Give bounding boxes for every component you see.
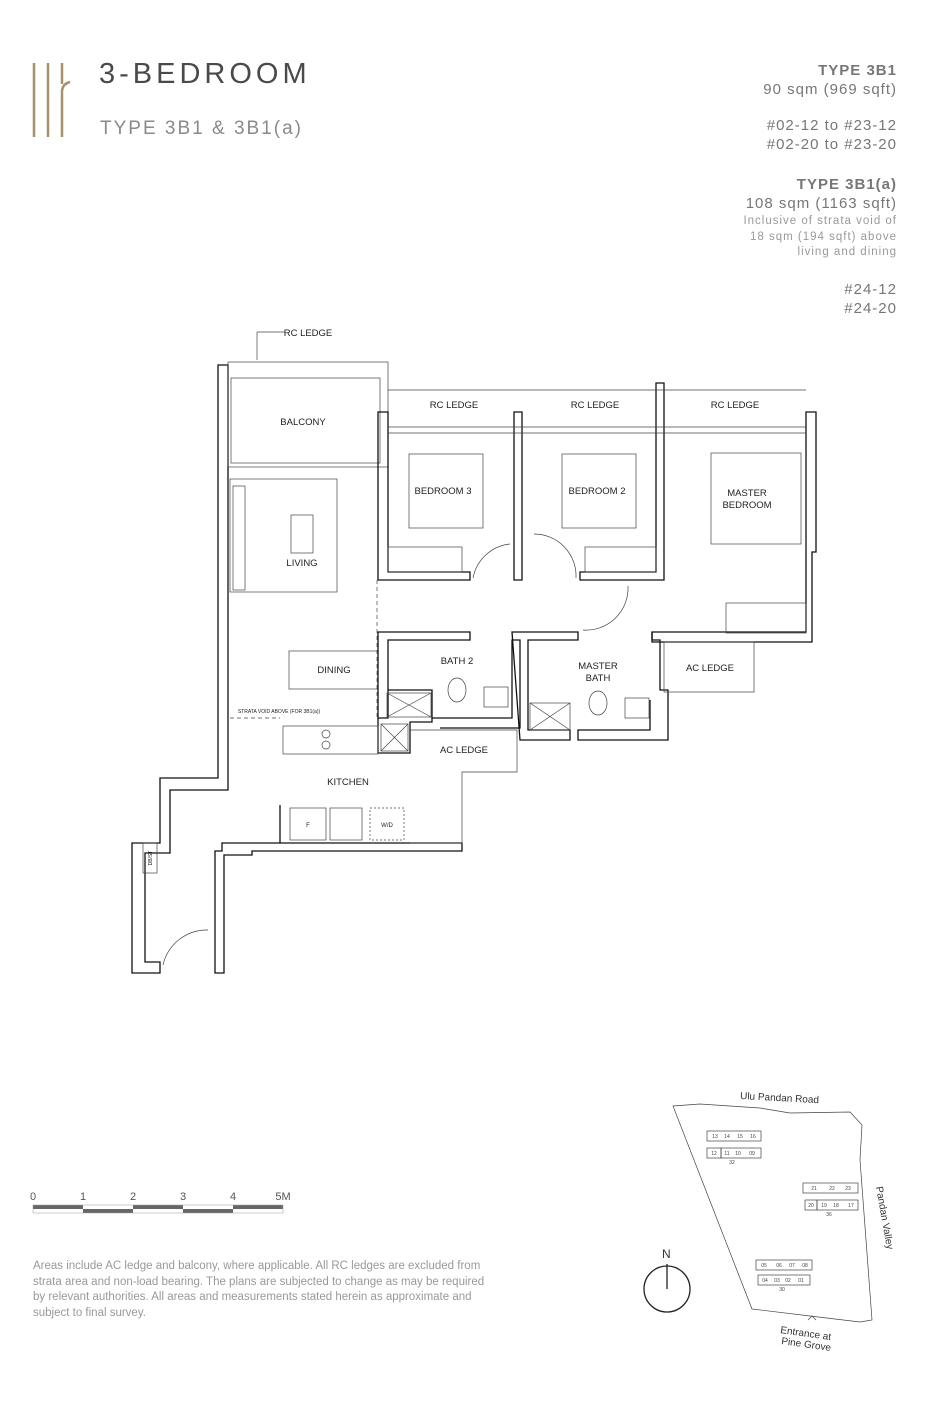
scale-tick: 4 bbox=[230, 1191, 236, 1203]
floor-plan-walls bbox=[131, 331, 817, 974]
road-ulu-pandan: Ulu Pandan Road bbox=[740, 1091, 819, 1106]
site-unit-label: 01 bbox=[798, 1278, 804, 1284]
site-unit-label: 16 bbox=[750, 1134, 756, 1140]
disclaimer-line: strata area and non-load bearing. The pl… bbox=[33, 1275, 485, 1288]
site-unit-label: 14 bbox=[724, 1134, 730, 1140]
compass-n: N bbox=[662, 1247, 671, 1261]
site-unit-label: 02 bbox=[785, 1278, 791, 1284]
unit-info-type-3b1: TYPE 3B1 90 sqm (969 sqft) #02-12 to #23… bbox=[763, 62, 897, 153]
type-area: 90 sqm (969 sqft) bbox=[763, 81, 897, 98]
label-washer-dryer: W/D bbox=[381, 823, 393, 829]
unit-info-type-3b1a: TYPE 3B1(a) 108 sqm (1163 sqft) Inclusiv… bbox=[743, 176, 897, 317]
unit-range: #02-20 to #23-20 bbox=[766, 136, 897, 153]
site-unit-label: 08 bbox=[802, 1263, 808, 1269]
label-bedroom-3: BEDROOM 3 bbox=[414, 486, 471, 497]
room-labels: RC LEDGE BALCONY RC LEDGE RC LEDGE RC LE… bbox=[148, 328, 772, 865]
label-master-bath-2: BATH bbox=[586, 673, 611, 684]
block-30: 05 06 07 08 04 03 02 01 30 bbox=[755, 1259, 813, 1293]
label-dining: DINING bbox=[317, 665, 350, 676]
type-note: 18 sqm (194 sqft) above bbox=[749, 230, 897, 243]
label-living: LIVING bbox=[286, 558, 317, 569]
block-32: 13 14 15 16 12 11 10 09 32 bbox=[706, 1130, 762, 1166]
site-unit-label: 22 bbox=[829, 1186, 835, 1192]
site-unit-label: 13 bbox=[712, 1134, 718, 1140]
label-strata-void: STRATA VOID ABOVE (FOR 3B1(a)) bbox=[238, 709, 321, 715]
label-db-st: DB/ST bbox=[148, 851, 154, 866]
site-unit-label: 36 bbox=[826, 1212, 832, 1218]
scale-tick: 3 bbox=[180, 1191, 186, 1203]
unit-range: #24-12 bbox=[844, 280, 897, 298]
label-bath-2: BATH 2 bbox=[441, 656, 474, 667]
scale-tick: 0 bbox=[30, 1191, 36, 1203]
label-master-bedroom-1: MASTER bbox=[727, 488, 767, 499]
scale-tick: 5M bbox=[275, 1191, 290, 1203]
label-rc-ledge-3: RC LEDGE bbox=[711, 400, 760, 411]
compass-icon: N bbox=[643, 1247, 691, 1313]
scale-bar: 0 1 2 3 4 5M bbox=[30, 1191, 291, 1214]
unit-range: #02-12 to #23-12 bbox=[766, 117, 897, 134]
type-note: Inclusive of strata void of bbox=[743, 215, 897, 227]
site-unit-label: 04 bbox=[762, 1278, 768, 1284]
disclaimer: Areas include AC ledge and balcony, wher… bbox=[33, 1259, 533, 1321]
site-unit-label: 05 bbox=[761, 1263, 767, 1269]
block-36: 21 22 23 20 19 18 17 36 bbox=[802, 1182, 859, 1218]
page-subtitle: TYPE 3B1 & 3B1(a) bbox=[100, 118, 303, 139]
site-unit-label: 03 bbox=[774, 1278, 780, 1284]
label-rc-ledge-balcony: RC LEDGE bbox=[284, 328, 333, 339]
site-unit-label: 32 bbox=[729, 1160, 735, 1166]
site-unit-label: 20 bbox=[808, 1203, 814, 1209]
label-kitchen: KITCHEN bbox=[327, 777, 369, 788]
site-plan: Ulu Pandan Road Pandan Valley Entrance a… bbox=[643, 1091, 895, 1354]
site-unit-label: 21 bbox=[811, 1186, 817, 1192]
site-unit-label: 23 bbox=[845, 1186, 851, 1192]
label-master-bath-1: MASTER bbox=[578, 661, 618, 672]
site-unit-label: 18 bbox=[833, 1203, 839, 1209]
label-ac-ledge-2: AC LEDGE bbox=[440, 745, 488, 756]
label-master-bedroom-2: BEDROOM bbox=[722, 500, 771, 511]
site-unit-label: 30 bbox=[779, 1287, 785, 1293]
label-rc-ledge-1: RC LEDGE bbox=[430, 400, 479, 411]
disclaimer-line: subject to final survey. bbox=[33, 1306, 146, 1319]
site-unit-label: 15 bbox=[737, 1134, 743, 1140]
scale-tick: 2 bbox=[130, 1191, 136, 1203]
label-rc-ledge-2: RC LEDGE bbox=[571, 400, 620, 411]
site-unit-label: 12 bbox=[711, 1151, 717, 1157]
type-note: living and dining bbox=[797, 246, 897, 258]
site-unit-label: 06 bbox=[776, 1263, 782, 1269]
disclaimer-line: Areas include AC ledge and balcony, wher… bbox=[33, 1260, 481, 1272]
label-balcony: BALCONY bbox=[280, 417, 326, 428]
disclaimer-line: by relevant authorities. All areas and m… bbox=[33, 1291, 472, 1303]
page-title: 3-BEDROOM bbox=[99, 58, 311, 90]
type-name: TYPE 3B1(a) bbox=[796, 176, 897, 193]
label-fridge: F bbox=[306, 823, 310, 829]
unit-range: #24-20 bbox=[844, 299, 897, 317]
brand-logo bbox=[32, 63, 71, 137]
scale-tick: 1 bbox=[80, 1191, 86, 1203]
label-ac-ledge-1: AC LEDGE bbox=[686, 663, 734, 674]
site-unit-label: 19 bbox=[821, 1203, 827, 1209]
road-pandan-valley: Pandan Valley bbox=[873, 1186, 895, 1251]
site-unit-label: 11 bbox=[724, 1151, 729, 1157]
site-unit-label: 17 bbox=[848, 1203, 854, 1209]
type-name: TYPE 3B1 bbox=[818, 62, 897, 79]
label-bedroom-2: BEDROOM 2 bbox=[568, 486, 625, 497]
site-unit-label: 09 bbox=[749, 1151, 755, 1157]
site-unit-label: 07 bbox=[789, 1263, 795, 1269]
type-area: 108 sqm (1163 sqft) bbox=[745, 195, 897, 212]
site-unit-label: 10 bbox=[735, 1151, 741, 1157]
